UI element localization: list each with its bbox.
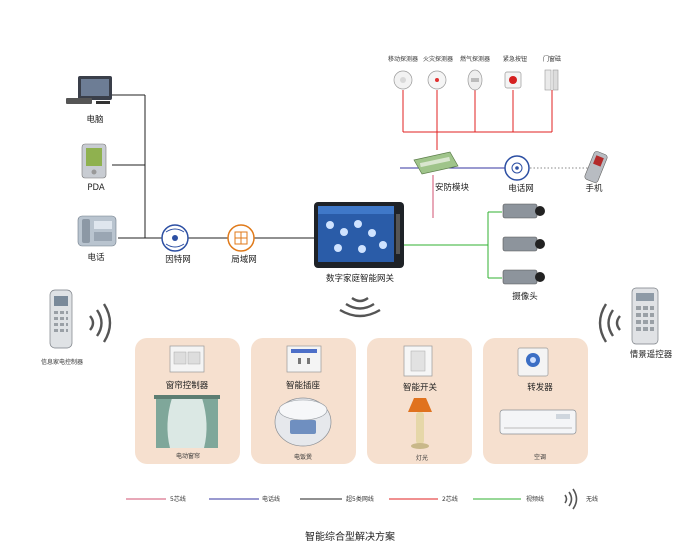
scene-remote-wireless-icon [598, 303, 621, 343]
telephone-label: 电话 [87, 252, 105, 263]
camera-icon [502, 269, 545, 285]
panel-repeater-top-label: 转发器 [527, 382, 553, 393]
panel-switch-top-label: 智能开关 [403, 382, 438, 393]
home-remote-label: 信息家电控制器 [41, 358, 83, 366]
lamp-icon [408, 398, 432, 449]
smart-socket-icon [286, 345, 322, 373]
pda-label: PDA [87, 183, 105, 193]
fire-detector-icon [427, 70, 447, 90]
scene-remote-label: 情景遥控器 [630, 349, 673, 360]
legend-label-wireless: 无线 [586, 495, 598, 503]
home-remote-icon [49, 289, 73, 349]
panel-socket: 智能插座 电饭煲 [251, 338, 356, 464]
phone-network-icon [504, 155, 530, 181]
smart-switch-icon [403, 345, 433, 377]
motion-detector-icon [393, 70, 413, 90]
home-remote-wireless-icon [89, 303, 112, 343]
gateway-wireless-icon [339, 297, 381, 318]
repeater-icon [517, 347, 549, 377]
legend-wireless-icon [564, 488, 578, 510]
mobile-icon [584, 151, 608, 183]
sensor-label-0: 移动探测器 [388, 55, 418, 63]
panel-switch-bottom-label: 灯光 [416, 454, 428, 462]
lan-icon [227, 224, 255, 252]
pda-icon [81, 143, 107, 179]
panel-socket-bottom-label: 电饭煲 [294, 453, 312, 461]
curtain-controller-icon [169, 345, 205, 373]
internet-label: 因特网 [165, 254, 191, 265]
camera-label: 摄像头 [512, 291, 538, 302]
connection-lines [110, 90, 588, 279]
door-sensor-icon [544, 69, 559, 91]
security-module-label: 安防模块 [435, 182, 470, 193]
legend-label-cat5: 超5类网线 [346, 495, 374, 503]
legend-label-two-core: 2芯线 [442, 495, 458, 503]
panel-curtain: 窗帘控制器 电动窗帘 [135, 338, 240, 464]
lan-label: 局域网 [231, 254, 257, 265]
panel-switch: 智能开关 灯光 [367, 338, 472, 464]
emergency-button-icon [504, 71, 522, 89]
sensor-label-3: 紧急按钮 [503, 55, 527, 63]
gateway-icon [314, 202, 404, 268]
legend: 5芯线 电话线 超5类网线 2芯线 视频线 无线 [126, 488, 598, 510]
computer-icon [66, 76, 112, 104]
gas-detector-icon [467, 69, 483, 91]
sensor-icons [393, 69, 559, 91]
legend-label-video: 视频线 [526, 495, 544, 503]
phone-network-label: 电话网 [508, 183, 534, 194]
diagram-title: 智能综合型解决方案 [305, 530, 395, 543]
camera-icon [502, 203, 545, 219]
gateway-label: 数字家庭智能网关 [326, 273, 395, 284]
camera-icon [502, 236, 545, 252]
security-module-icon [413, 151, 459, 175]
sensor-label-4: 门窗磁 [543, 55, 561, 63]
curtain-icon [154, 395, 220, 448]
camera-icons [502, 203, 545, 285]
panel-curtain-bottom-label: 电动窗帘 [176, 452, 200, 460]
air-conditioner-icon [499, 409, 577, 435]
sensor-label-1: 火灾探测器 [423, 55, 453, 63]
legend-label-five-core: 5芯线 [170, 495, 186, 503]
legend-label-phone: 电话线 [262, 495, 280, 503]
sensor-label-2: 燃气探测器 [460, 55, 490, 63]
internet-icon [161, 224, 189, 252]
panel-repeater-bottom-label: 空调 [534, 453, 546, 461]
scene-remote-icon [631, 287, 659, 345]
mobile-label: 手机 [585, 183, 603, 194]
panel-repeater: 转发器 空调 [483, 338, 588, 464]
computer-label: 电脑 [86, 114, 104, 125]
telephone-icon [77, 215, 117, 247]
panel-socket-top-label: 智能插座 [286, 380, 321, 391]
panel-curtain-top-label: 窗帘控制器 [166, 380, 209, 391]
rice-cooker-icon [274, 397, 332, 447]
